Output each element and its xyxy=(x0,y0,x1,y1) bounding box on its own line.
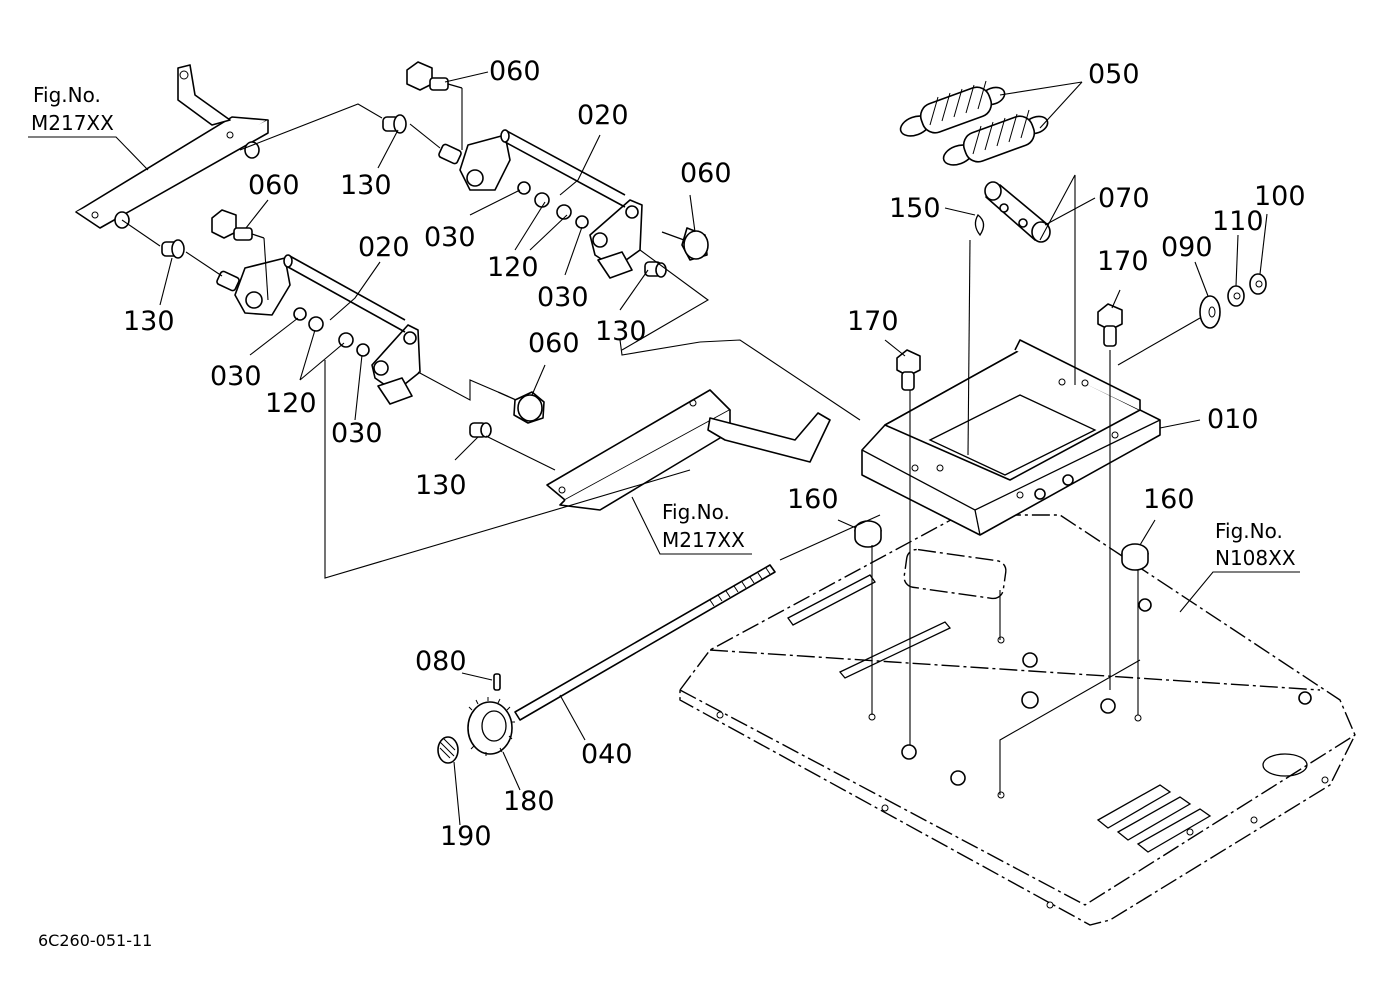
bolt-060-c xyxy=(661,227,709,261)
link-assembly-upper xyxy=(438,129,643,279)
callout-030-a: 030 xyxy=(424,222,476,253)
bolt-170-a xyxy=(896,349,921,391)
callout-130-a: 130 xyxy=(340,170,392,201)
bolt-060-a xyxy=(406,61,463,91)
callout-090: 090 xyxy=(1161,232,1213,263)
callout-030-b: 030 xyxy=(537,282,589,313)
callout-130-d: 130 xyxy=(415,470,467,501)
rod-040 xyxy=(514,564,776,721)
drawing-code: 6C260-051-11 xyxy=(38,931,152,950)
bolt-060-d xyxy=(497,391,545,424)
callout-070: 070 xyxy=(1098,183,1150,214)
callout-190: 190 xyxy=(440,821,492,852)
upper-plate-right xyxy=(546,389,831,511)
callout-060-c: 060 xyxy=(680,158,732,189)
callout-120-b: 120 xyxy=(265,388,317,419)
callout-030-c: 030 xyxy=(210,361,262,392)
figure-ref-right: Fig.No. N108XX xyxy=(1179,519,1300,613)
callout-130-c: 130 xyxy=(595,316,647,347)
callout-120-a: 120 xyxy=(487,252,539,283)
figure-ref-left: Fig.No. M217XX xyxy=(28,83,149,171)
pin-080 xyxy=(493,673,501,691)
figure-ref-right-line2: N108XX xyxy=(1215,546,1296,570)
figure-ref-right-line1: Fig.No. xyxy=(1215,519,1283,543)
callout-030-d: 030 xyxy=(331,418,383,449)
callout-160-a: 160 xyxy=(787,484,839,515)
callout-020-b: 020 xyxy=(358,232,410,263)
callout-170-a: 170 xyxy=(847,306,899,337)
callout-050: 050 xyxy=(1088,59,1140,90)
bushing-130-a xyxy=(382,114,407,134)
callout-100: 100 xyxy=(1254,181,1306,212)
bolt-170-b xyxy=(1097,303,1123,347)
callout-060-d: 060 xyxy=(528,328,580,359)
callout-020-a: 020 xyxy=(577,100,629,131)
washer-090 xyxy=(1199,295,1221,329)
knob-180 xyxy=(467,697,515,756)
bushing-130-c xyxy=(644,261,667,278)
callout-160-b: 160 xyxy=(1143,484,1195,515)
figure-ref-left-line2: M217XX xyxy=(31,111,114,135)
callout-170-b: 170 xyxy=(1097,246,1149,277)
bolt-060-b xyxy=(211,209,265,241)
floor-plate xyxy=(679,514,1356,926)
figure-ref-middle-line1: Fig.No. xyxy=(662,500,730,524)
pin-070 xyxy=(984,181,1051,243)
callout-040: 040 xyxy=(581,739,633,770)
callout-130-b: 130 xyxy=(123,306,175,337)
nut-100 xyxy=(1249,273,1267,295)
seat-frame-010 xyxy=(861,339,1161,536)
stopper-160-b xyxy=(1121,543,1149,571)
bushing-130-d xyxy=(469,422,492,438)
link-assembly-lower xyxy=(216,254,421,405)
callout-150: 150 xyxy=(889,193,941,224)
weld-nuts xyxy=(901,598,1312,786)
callout-180: 180 xyxy=(503,786,555,817)
floor-slots xyxy=(787,574,1212,853)
cap-190 xyxy=(437,736,459,764)
upper-plate-left xyxy=(75,64,269,229)
figure-ref-left-line1: Fig.No. xyxy=(33,83,101,107)
callout-110: 110 xyxy=(1212,206,1264,237)
clip-150 xyxy=(974,214,985,237)
nut-110 xyxy=(1227,285,1245,307)
assembly-lines xyxy=(121,88,1201,745)
callout-060-a: 060 xyxy=(489,56,541,87)
callout-010: 010 xyxy=(1207,404,1259,435)
bushing-130-b xyxy=(161,239,185,259)
callout-080: 080 xyxy=(415,646,467,677)
springs-050 xyxy=(899,80,1049,166)
figure-ref-middle: Fig.No. M217XX xyxy=(631,496,752,555)
floor-holes xyxy=(716,636,1329,909)
figure-ref-middle-line2: M217XX xyxy=(662,528,745,552)
callout-060-b: 060 xyxy=(248,170,300,201)
leader-lines xyxy=(159,71,1268,826)
callout-labels: 060 020 060 130 060 030 120 030 130 020 … xyxy=(123,56,1306,852)
